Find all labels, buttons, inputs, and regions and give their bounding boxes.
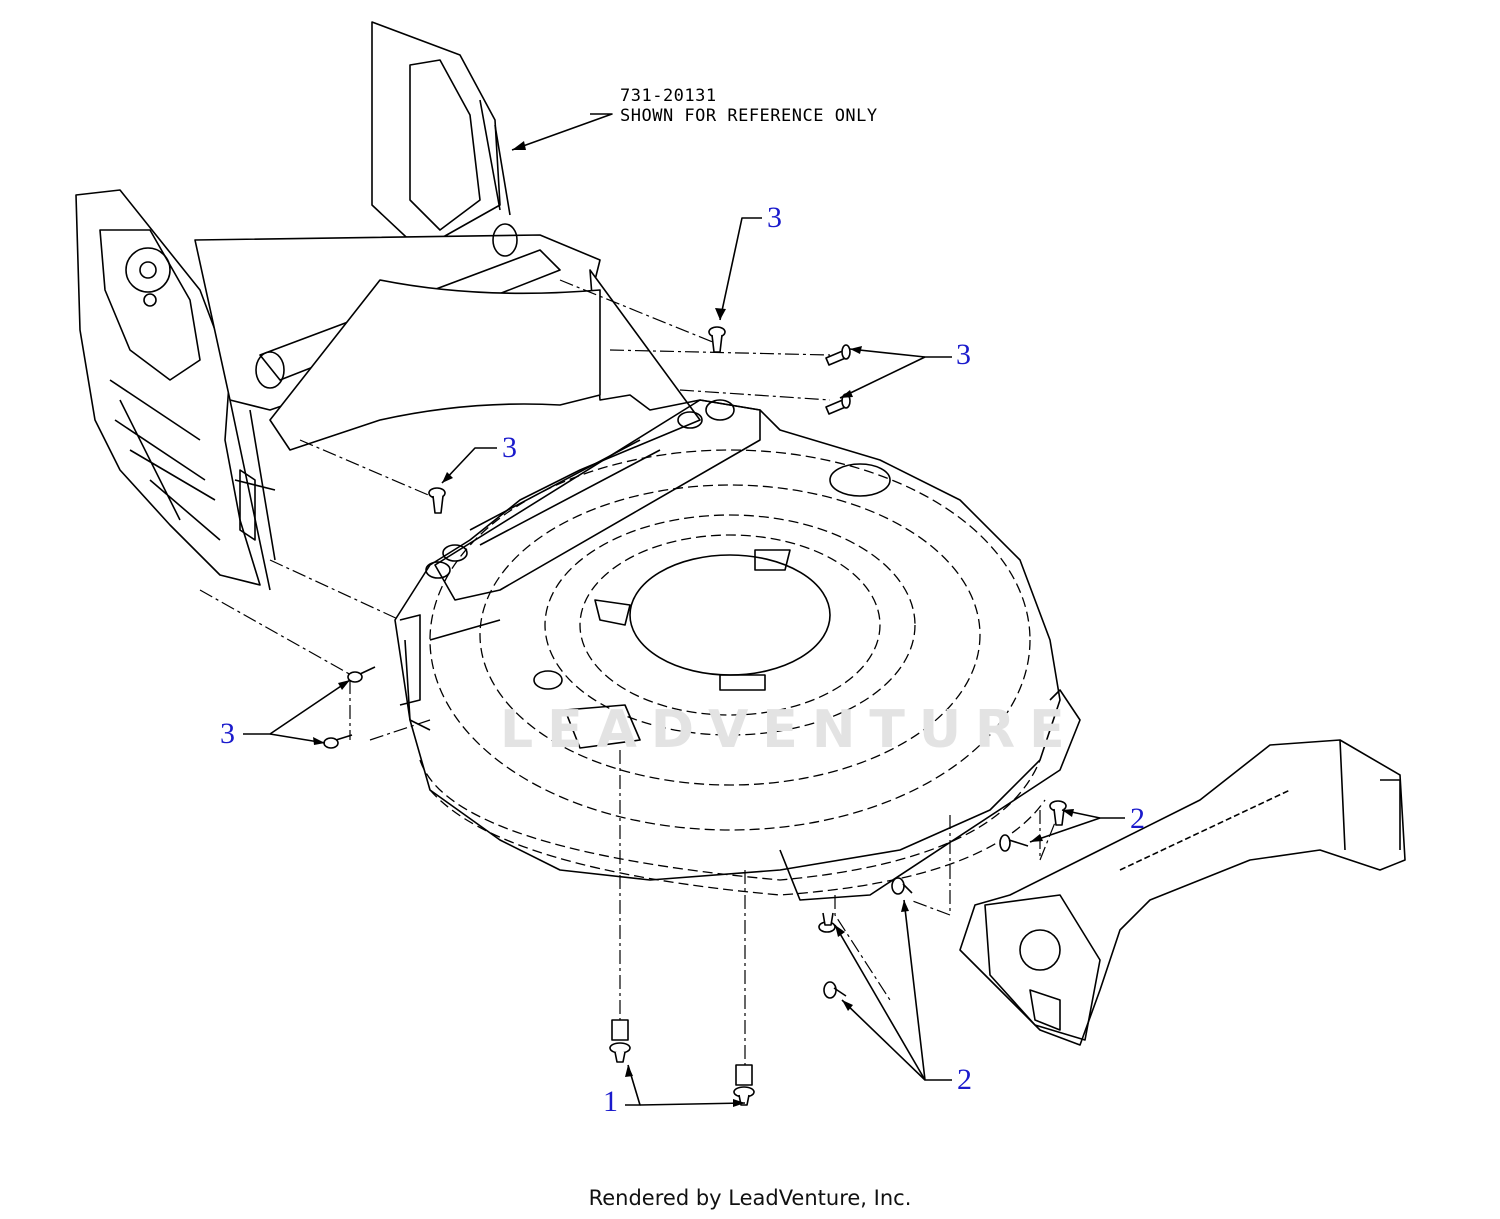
projection-lines <box>199 279 1061 1075</box>
bolt-3-left-a <box>347 666 376 683</box>
callout-1-bottom[interactable]: 1 <box>603 1085 618 1118</box>
callout-2-bottom[interactable]: 2 <box>957 1063 972 1096</box>
callout-3-right[interactable]: 3 <box>956 338 971 371</box>
mower-deck <box>269 269 1081 901</box>
bolt-3-right-a <box>825 344 851 366</box>
bolt-2-b <box>999 834 1029 852</box>
bolt-2-c <box>891 877 913 895</box>
watermark-text: LEADVENTURE <box>500 700 1079 760</box>
bolt-3-left-b <box>323 734 353 749</box>
reference-note: 731-20131 SHOWN FOR REFERENCE ONLY <box>620 86 878 126</box>
bolt-3-top <box>708 326 726 353</box>
deck-rings <box>419 449 1046 896</box>
discharge-chute <box>959 739 1406 1046</box>
bolt-2-a <box>1049 800 1067 826</box>
callout-3-left[interactable]: 3 <box>220 717 235 750</box>
bolt-2-d <box>818 912 836 933</box>
bolt-1-b <box>733 1064 755 1106</box>
callout-3-top[interactable]: 3 <box>767 201 782 234</box>
arrowheads <box>313 141 1074 1107</box>
fasteners <box>323 326 1067 1106</box>
reference-part-number: 731-20131 <box>620 86 717 106</box>
bolt-1-a <box>609 1019 631 1063</box>
bolt-3-middle <box>428 487 446 514</box>
callout-2-right[interactable]: 2 <box>1130 802 1145 835</box>
reference-note-text: SHOWN FOR REFERENCE ONLY <box>620 106 878 126</box>
callout-3-middle[interactable]: 3 <box>502 431 517 464</box>
footer-credit: Rendered by LeadVenture, Inc. <box>588 1186 912 1210</box>
leader-lines <box>243 113 1125 1106</box>
bolt-2-e <box>823 981 847 999</box>
